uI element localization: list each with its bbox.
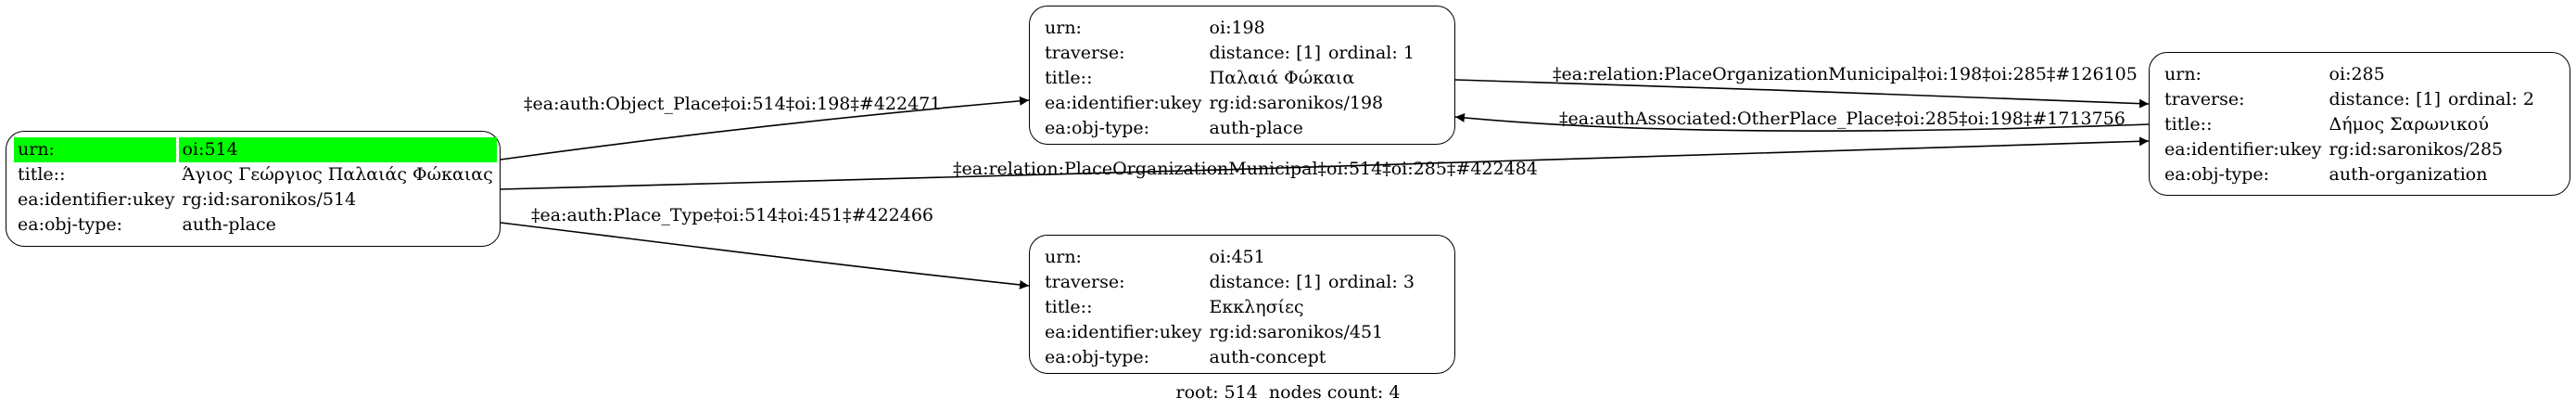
node-row-ukey: ea:identifier:ukey rg:id:saronikos/451 [1041, 320, 1418, 345]
node-198[interactable]: urn: oi:198 traverse: distance: [1] ordi… [1029, 6, 1455, 145]
edge-label-198-285: ‡ea:relation:PlaceOrganizationMunicipal‡… [1553, 64, 2138, 84]
node-285[interactable]: urn: oi:285 traverse: distance: [1] ordi… [2149, 52, 2570, 196]
row-key: title:: [2164, 114, 2213, 135]
node-row-urn: urn: oi:285 [2161, 62, 2538, 87]
node-451[interactable]: urn: oi:451 traverse: distance: [1] ordi… [1029, 235, 1455, 374]
traverse-ordinal: ordinal: 2 [2447, 89, 2534, 109]
row-key: urn: [1045, 247, 1082, 267]
node-row-ukey: ea:identifier:ukey rg:id:saronikos/514 [14, 187, 497, 212]
node-row-urn: urn: oi:451 [1041, 245, 1418, 270]
row-key: urn: [14, 137, 179, 162]
node-row-ukey: ea:identifier:ukey rg:id:saronikos/198 [1041, 91, 1418, 116]
node-row-title: title:: Δήμος Σαρωνικού [2161, 112, 2538, 137]
node-row-title: title:: Άγιος Γεώργιος Παλαιάς Φώκαιας [14, 162, 497, 187]
row-key: title:: [18, 164, 66, 185]
node-row-objtype: ea:obj-type: auth-concept [1041, 345, 1418, 370]
footer-root: root: 514 [1175, 382, 1258, 403]
row-value: Δήμος Σαρωνικού [2329, 114, 2489, 135]
row-value: oi:514 [178, 137, 497, 162]
node-row-traverse: traverse: distance: [1] ordinal: 3 [1041, 270, 1418, 295]
traverse-ordinal: ordinal: 3 [1327, 272, 1415, 292]
row-value: rg:id:saronikos/198 [1209, 93, 1384, 113]
traverse-distance: distance: [1] [1209, 272, 1321, 292]
row-key: ea:obj-type: [18, 214, 123, 235]
row-value: rg:id:saronikos/451 [1209, 322, 1384, 342]
node-514[interactable]: urn: oi:514 title:: Άγιος Γεώργιος Παλαι… [6, 131, 501, 247]
row-value: rg:id:saronikos/285 [2329, 139, 2504, 160]
edge-514-198 [500, 96, 1030, 161]
footer-count: nodes count: 4 [1268, 382, 1401, 403]
node-row-traverse: traverse: distance: [1] ordinal: 2 [2161, 87, 2538, 112]
row-key: traverse: [1045, 43, 1125, 63]
row-key: ea:obj-type: [2164, 164, 2270, 185]
row-key: urn: [1045, 18, 1082, 38]
row-key: ea:identifier:ukey [1045, 322, 1202, 342]
row-value: oi:285 [2329, 64, 2385, 84]
row-key: title:: [1045, 297, 1093, 317]
row-value: Εκκλησίες [1209, 297, 1304, 317]
traverse-ordinal: ordinal: 1 [1327, 43, 1415, 63]
edge-label-514-451: ‡ea:auth:Place_Type‡oi:514‡oi:451‡#42246… [531, 205, 933, 225]
row-value: auth-place [1209, 118, 1303, 138]
row-value: Άγιος Γεώργιος Παλαιάς Φώκαιας [182, 164, 493, 185]
row-key: traverse: [2164, 89, 2245, 109]
row-value: rg:id:saronikos/514 [182, 189, 357, 210]
node-row-ukey: ea:identifier:ukey rg:id:saronikos/285 [2161, 137, 2538, 162]
edge-label-285-198: ‡ea:authAssociated:OtherPlace_Place‡oi:2… [1559, 109, 2126, 129]
traverse-distance: distance: [1] [2329, 89, 2441, 109]
row-value: auth-organization [2329, 164, 2488, 185]
node-198-table: urn: oi:198 traverse: distance: [1] ordi… [1041, 16, 1418, 141]
row-key: ea:identifier:ukey [18, 189, 175, 210]
node-451-table: urn: oi:451 traverse: distance: [1] ordi… [1041, 245, 1418, 370]
edge-514-451 [500, 222, 1030, 289]
node-514-table: urn: oi:514 title:: Άγιος Γεώργιος Παλαι… [14, 137, 497, 238]
node-row-objtype: ea:obj-type: auth-place [1041, 116, 1418, 141]
node-285-table: urn: oi:285 traverse: distance: [1] ordi… [2161, 62, 2538, 187]
edge-285-198 [1454, 112, 2150, 133]
row-key: title:: [1045, 68, 1093, 88]
node-row-title: title:: Εκκλησίες [1041, 295, 1418, 320]
node-row-objtype: ea:obj-type: auth-place [14, 212, 497, 238]
graph-footer: root: 514 nodes count: 4 [0, 382, 2576, 403]
node-row-traverse: traverse: distance: [1] ordinal: 1 [1041, 41, 1418, 66]
row-value: oi:198 [1209, 18, 1265, 38]
edge-label-514-198: ‡ea:auth:Object_Place‡oi:514‡oi:198‡#422… [524, 94, 941, 114]
row-key: traverse: [1045, 272, 1125, 292]
node-row-urn: urn: oi:514 [14, 137, 497, 162]
node-row-objtype: ea:obj-type: auth-organization [2161, 162, 2538, 187]
row-key: urn: [2164, 64, 2202, 84]
node-row-urn: urn: oi:198 [1041, 16, 1418, 41]
edge-198-285 [1454, 79, 2150, 109]
row-key: ea:identifier:ukey [1045, 93, 1202, 113]
row-value: auth-place [182, 214, 276, 235]
edge-label-514-285: ‡ea:relation:PlaceOrganizationMunicipal‡… [953, 159, 1538, 179]
row-key: ea:identifier:ukey [2164, 139, 2322, 160]
row-value: auth-concept [1209, 347, 1326, 367]
row-key: ea:obj-type: [1045, 347, 1150, 367]
row-key: ea:obj-type: [1045, 118, 1150, 138]
row-value: Παλαιά Φώκαια [1209, 68, 1355, 88]
traverse-distance: distance: [1] [1209, 43, 1321, 63]
row-value: oi:451 [1209, 247, 1265, 267]
node-row-title: title:: Παλαιά Φώκαια [1041, 66, 1418, 91]
